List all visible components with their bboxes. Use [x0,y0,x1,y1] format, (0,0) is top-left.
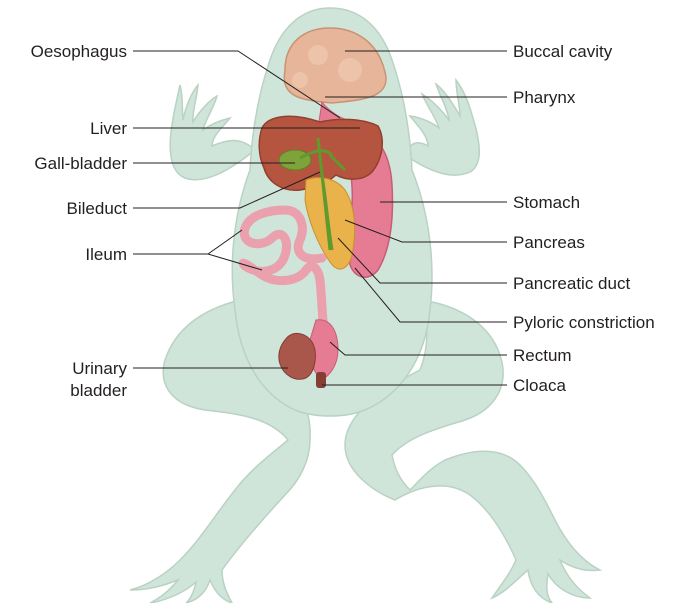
buccal-texture [292,72,308,88]
gall-bladder-shape [279,150,311,170]
label-pancreas: Pancreas [513,233,585,252]
label-pyloric-constriction: Pyloric constriction [513,313,655,332]
right-forelimb [405,80,479,175]
buccal-texture [308,45,328,65]
label-pancreatic-duct: Pancreatic duct [513,274,630,293]
cloaca-shape [316,372,326,388]
label-gall-bladder: Gall-bladder [34,154,127,173]
label-bileduct: Bileduct [67,199,128,218]
label-ileum: Ileum [85,245,127,264]
label-pharynx: Pharynx [513,88,576,107]
label-buccal-cavity: Buccal cavity [513,42,613,61]
label-cloaca: Cloaca [513,376,566,395]
label-liver: Liver [90,119,127,138]
urinary-bladder-shape [279,333,316,379]
label-urinary-bladder-line1: Urinary [72,359,127,378]
label-oesophagus: Oesophagus [31,42,127,61]
left-forelimb [170,85,255,180]
label-urinary-bladder-line2: bladder [70,381,127,400]
buccal-texture [338,58,362,82]
label-rectum: Rectum [513,346,572,365]
label-stomach: Stomach [513,193,580,212]
